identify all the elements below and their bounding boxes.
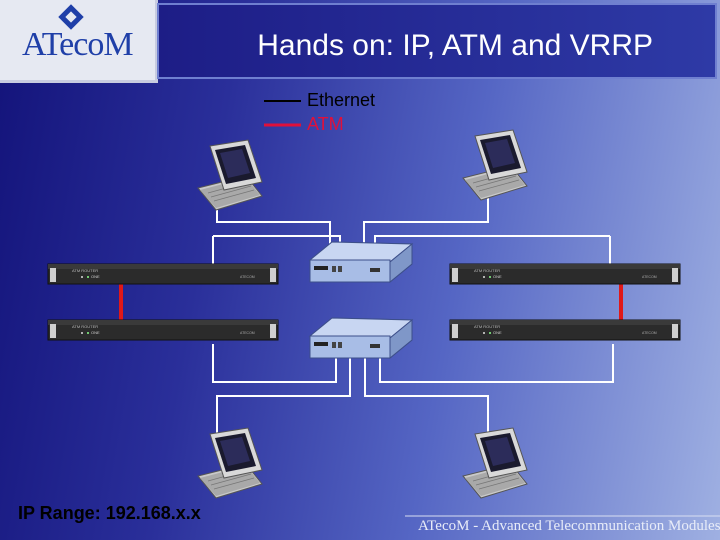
rack-router-icon <box>449 263 681 285</box>
laptop-icon <box>462 129 528 201</box>
rack-router-icon <box>47 263 279 285</box>
laptop-icon <box>197 139 263 211</box>
ethernet-link <box>212 344 337 383</box>
switch-icon <box>309 241 413 283</box>
rack-router-icon <box>47 319 279 341</box>
legend-atm-label: ATM <box>307 114 344 134</box>
ethernet-link <box>363 186 489 250</box>
rack-router-icon <box>449 319 681 341</box>
slide-title: Hands on: IP, ATM and VRRP <box>257 29 653 62</box>
atm-links <box>119 283 623 320</box>
ethernet-link <box>379 344 614 383</box>
laptop-icon <box>462 427 528 499</box>
logo-text: ATecoM <box>22 26 134 63</box>
switch-icon <box>309 317 413 359</box>
ethernet-link <box>216 352 351 434</box>
legend-ethernet-label: Ethernet <box>307 90 376 110</box>
ip-range-label: IP Range: 192.168.x.x <box>18 503 201 523</box>
ethernet-link <box>213 235 341 250</box>
ethernet-links <box>212 186 614 434</box>
footer-brand: ATecoM - Advanced Telecommunication Modu… <box>418 518 720 534</box>
title-bar: Hands on: IP, ATM and VRRP <box>157 3 717 79</box>
laptop-icon <box>197 427 263 499</box>
ethernet-link <box>364 352 489 434</box>
logo: ATecoM <box>0 0 158 83</box>
